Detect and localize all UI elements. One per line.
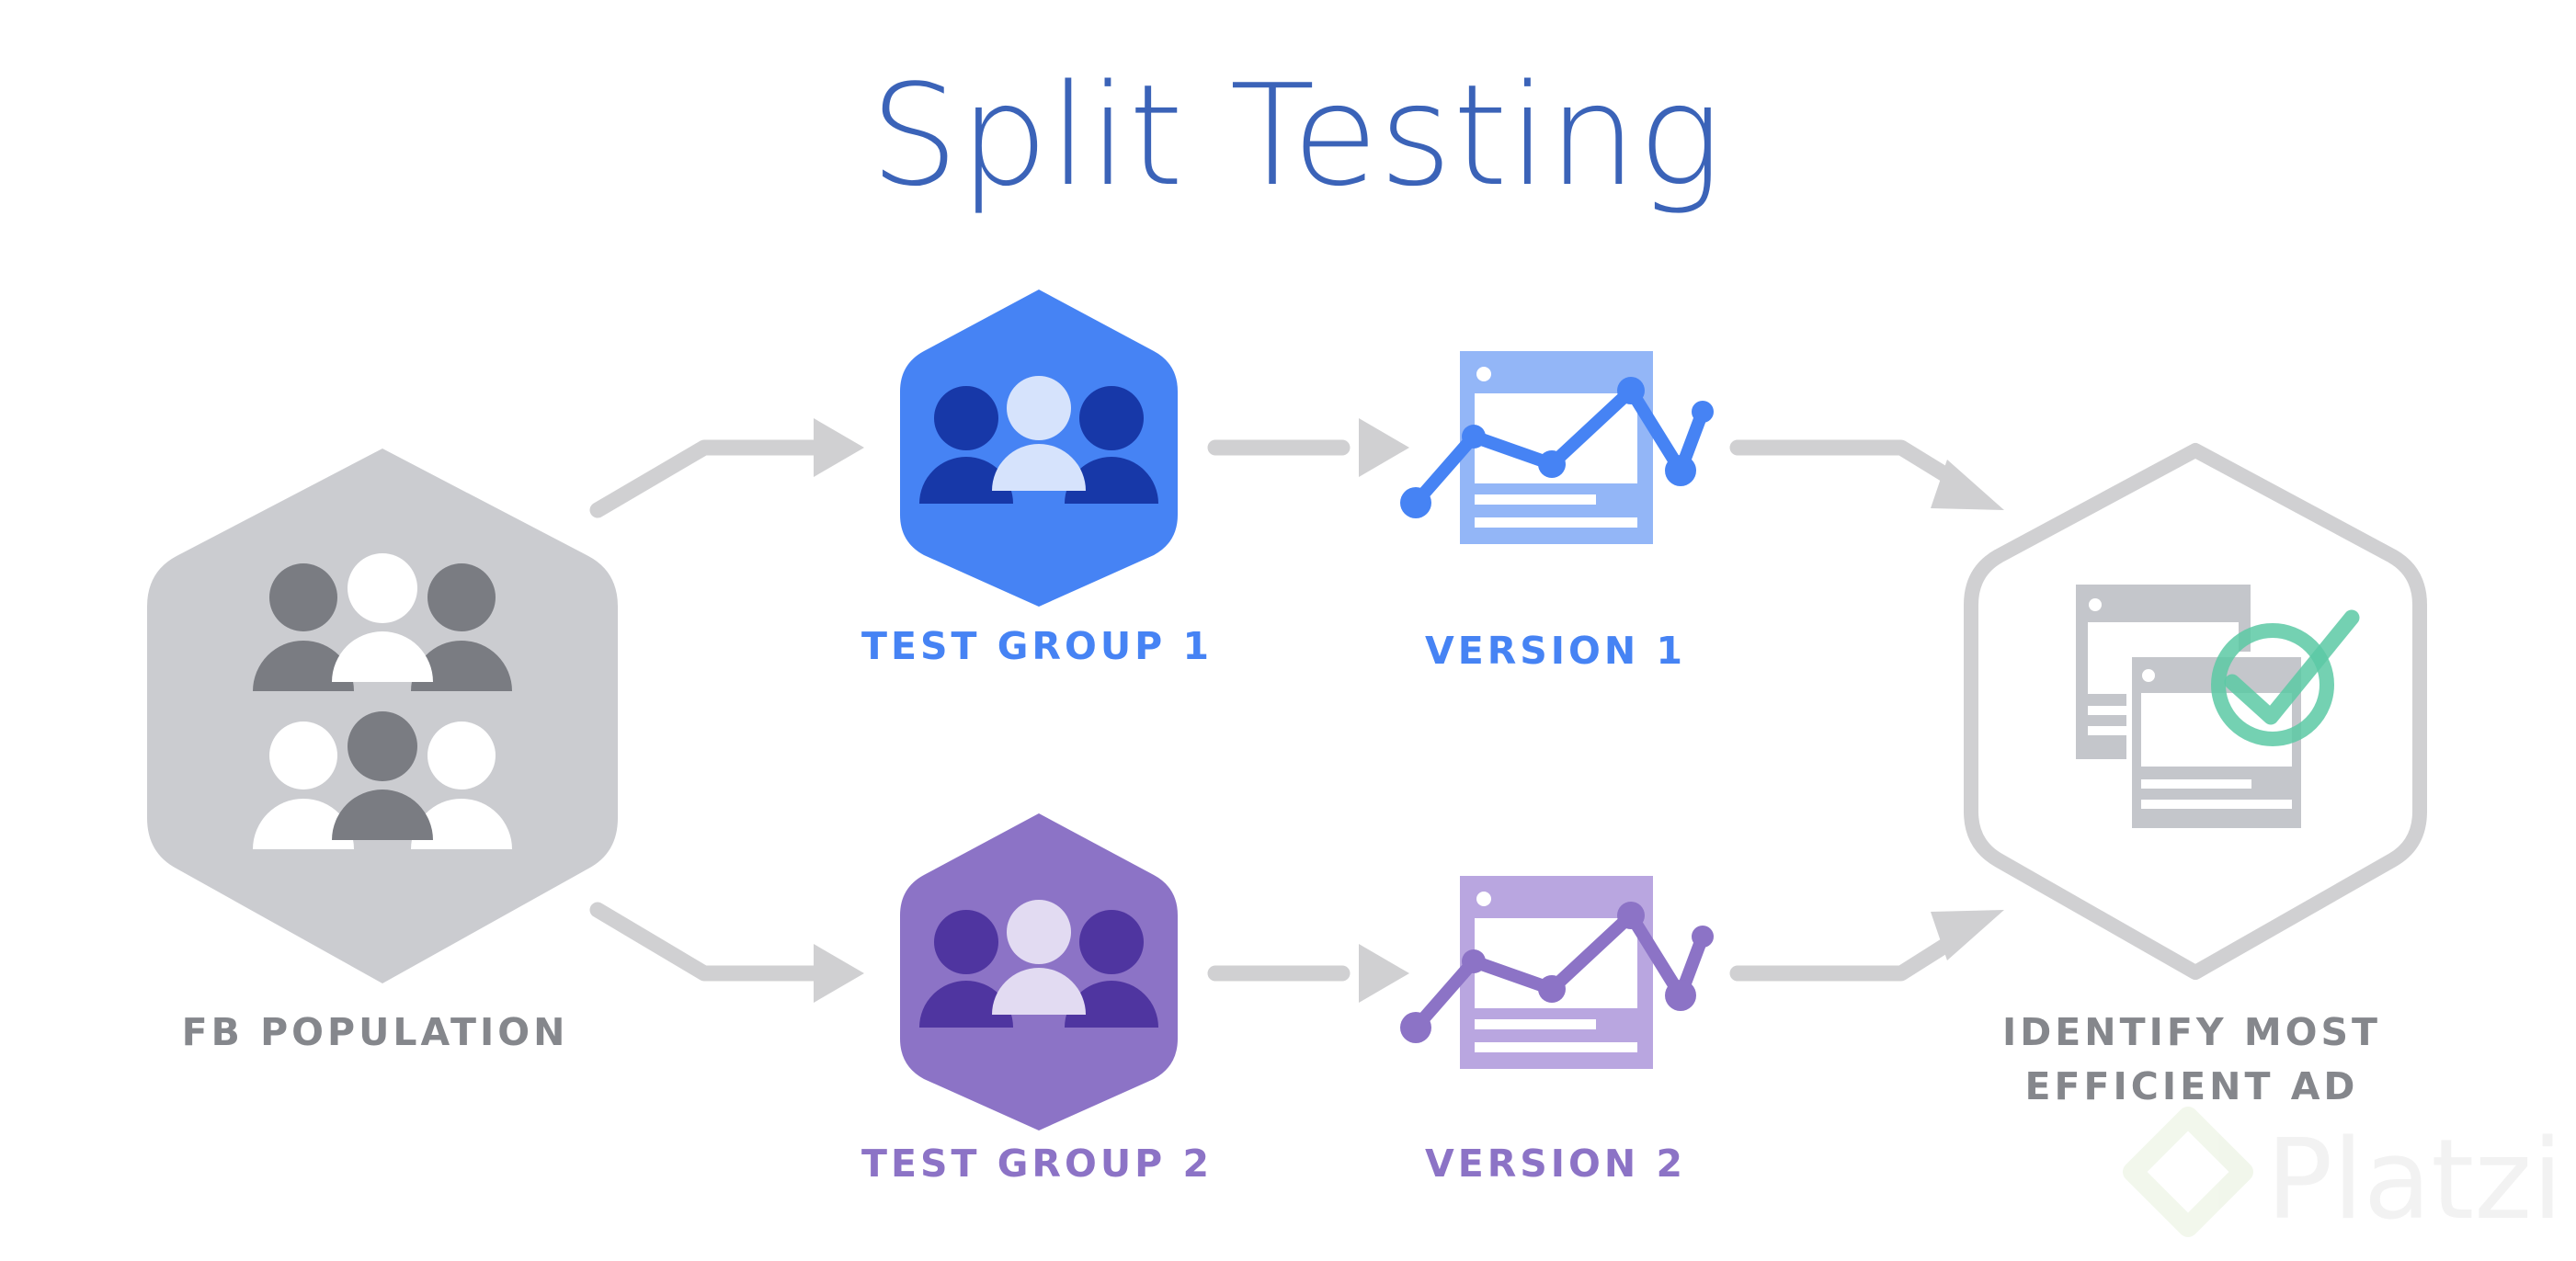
result-label-line-2: EFFICIENT AD	[2025, 1064, 2359, 1108]
watermark-text: Platzi	[2266, 1117, 2563, 1244]
result-label-line-1: IDENTIFY MOST	[2002, 1010, 2381, 1054]
checkmark-icon	[2211, 609, 2360, 746]
population-node: FB POPULATION	[147, 449, 618, 1054]
people-group-icon	[919, 376, 1158, 504]
arrow-heads	[814, 418, 2004, 1003]
result-node: IDENTIFY MOST EFFICIENT AD	[1964, 443, 2427, 1108]
result-hexagon	[1964, 443, 2427, 980]
platzi-logo-icon	[2123, 1107, 2253, 1237]
version-1-node: VERSION 1	[1400, 351, 1714, 673]
test-group-2-label: TEST GROUP 2	[861, 1142, 1213, 1186]
version-2-label: VERSION 2	[1425, 1142, 1686, 1186]
chart-card-icon	[1400, 876, 1714, 1069]
version-1-label: VERSION 1	[1425, 629, 1686, 673]
chart-card-icon	[1400, 351, 1714, 544]
people-group-icon	[253, 553, 512, 849]
version-2-node: VERSION 2	[1400, 876, 1714, 1186]
people-group-icon	[919, 900, 1158, 1028]
test-group-1-node: TEST GROUP 1	[861, 290, 1213, 668]
test-group-2-node: TEST GROUP 2	[861, 813, 1213, 1186]
population-label: FB POPULATION	[182, 1010, 569, 1054]
arrow-icon	[589, 439, 1962, 982]
page-title: Split Testing	[870, 54, 1722, 217]
test-group-1-label: TEST GROUP 1	[861, 624, 1213, 668]
platzi-watermark: Platzi	[2123, 1107, 2563, 1244]
